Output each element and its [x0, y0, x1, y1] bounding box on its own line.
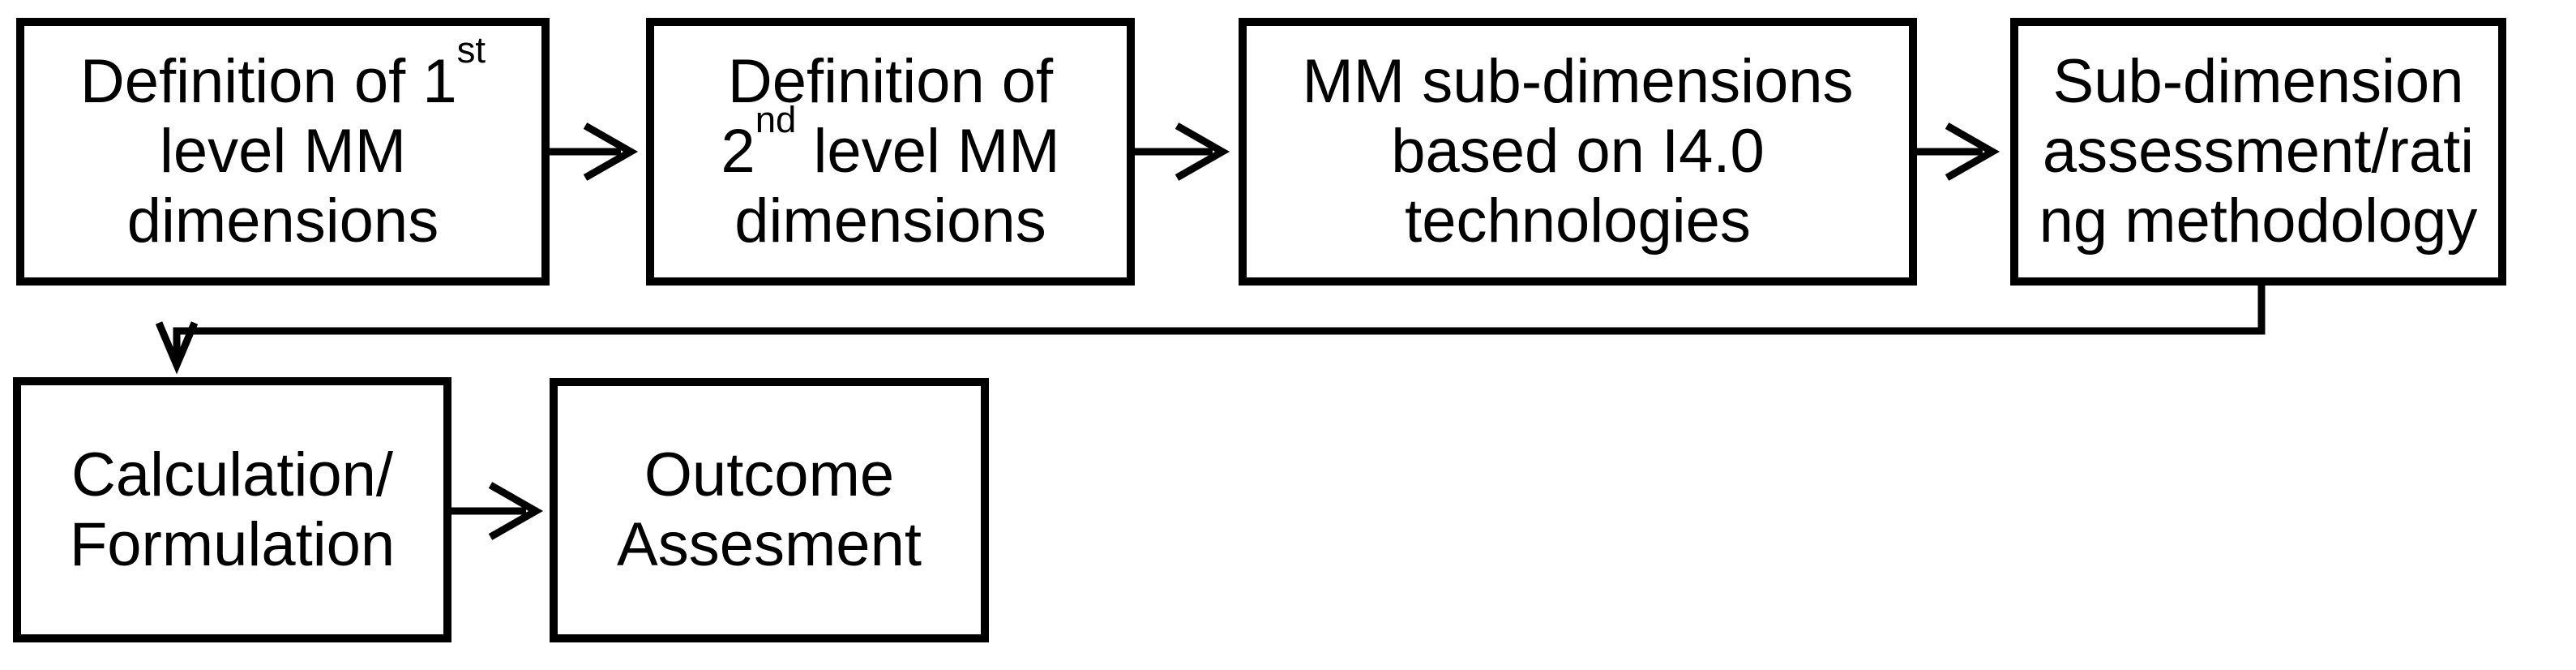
superscript-st: st: [456, 29, 486, 71]
arrow-right-icon-step2-step3: [1133, 122, 1230, 181]
step-definition-1st-level-mm-dimensions: Definition of 1st level MM dimensions: [16, 18, 550, 286]
step-label: Definition of 1st level MM dimensions: [79, 29, 486, 256]
step-mm-sub-dimensions-i40-technologies: MM sub-dimensions based on I4.0 technolo…: [1239, 18, 1917, 286]
elbow-connector-step4-step5: [155, 286, 2266, 375]
step-label: Outcome Assesment: [617, 440, 922, 579]
step-label: Sub-dimension assessment/rati ng methodo…: [2039, 47, 2478, 256]
arrow-down-icon: [155, 321, 199, 375]
step-calculation-formulation: Calculation/ Formulation: [13, 377, 451, 642]
arrow-right-icon-step1-step2: [548, 122, 639, 181]
step-definition-2nd-level-mm-dimensions: Definition of 2nd level MM dimensions: [646, 18, 1135, 286]
superscript-nd: nd: [755, 98, 797, 140]
arrow-right-icon-step3-step4: [1915, 122, 2000, 181]
step-label: Definition of 2nd level MM dimensions: [721, 47, 1060, 256]
step-label: MM sub-dimensions based on I4.0 technolo…: [1302, 47, 1854, 256]
arrow-right-icon-step5-step6: [451, 482, 544, 540]
step-sub-dimension-assessment-rating-methodology: Sub-dimension assessment/rati ng methodo…: [2010, 18, 2506, 286]
step-label: Calculation/ Formulation: [69, 440, 396, 579]
step-outcome-assesment: Outcome Assesment: [550, 378, 989, 642]
